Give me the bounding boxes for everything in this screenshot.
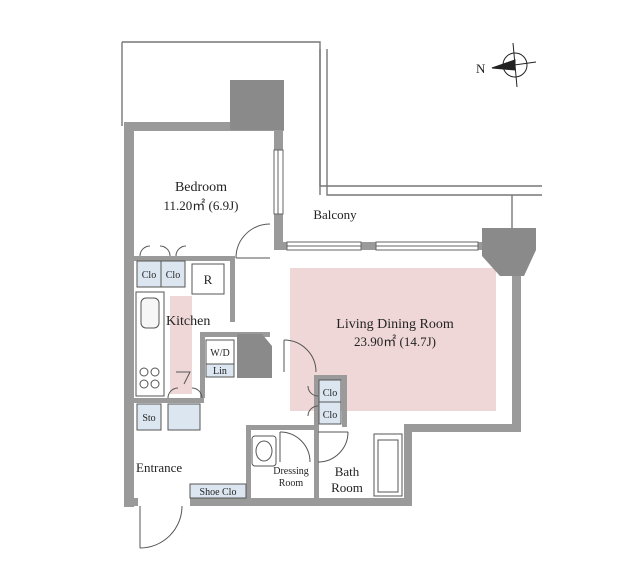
dressing-name-line2: Room: [279, 478, 304, 489]
closet-hall-1-label: Clo: [323, 388, 337, 399]
washer-closet-wall: [237, 334, 272, 378]
living-area: 23.90㎡ (14.7J): [354, 334, 436, 349]
washer-box: [205, 339, 235, 365]
kitchen-highlight: [170, 296, 192, 394]
kitchen-name: Kitchen: [166, 314, 210, 329]
closet-hall-2-label: Clo: [323, 410, 337, 421]
closet-bedroom-1-label: Clo: [142, 270, 156, 281]
column-top: [230, 80, 284, 130]
bedroom-area: 11.20㎡ (6.9J): [164, 198, 239, 213]
bath-name-line2: Room: [331, 480, 363, 495]
interior-walls: [134, 256, 347, 500]
column-right: [482, 228, 536, 276]
entrance-name: Entrance: [136, 460, 182, 475]
balcony-name: Balcony: [313, 207, 357, 222]
shoe-closet-label: Shoe Clo: [200, 487, 237, 498]
compass-north-label: N: [476, 61, 486, 76]
linen-label: Lin: [213, 366, 227, 377]
living-name: Living Dining Room: [336, 317, 454, 332]
bedroom-name: Bedroom: [175, 180, 227, 195]
door-swings: [139, 223, 349, 549]
washer-label: W/D: [210, 348, 229, 359]
fixtures: [136, 260, 342, 499]
closet-bedroom-2-label: Clo: [166, 270, 180, 281]
bath-name-line1: Bath: [335, 464, 360, 479]
windows: [273, 149, 479, 251]
refrigerator-label: R: [204, 272, 213, 287]
kitchen-counter: [135, 291, 191, 397]
balcony-outline: [121, 41, 542, 232]
storage-label: Sto: [142, 413, 155, 424]
refrigerator-box: [191, 263, 225, 295]
bath-fixtures: [251, 433, 403, 497]
north-compass: [491, 42, 537, 88]
dressing-name-line1: Dressing: [273, 466, 309, 477]
